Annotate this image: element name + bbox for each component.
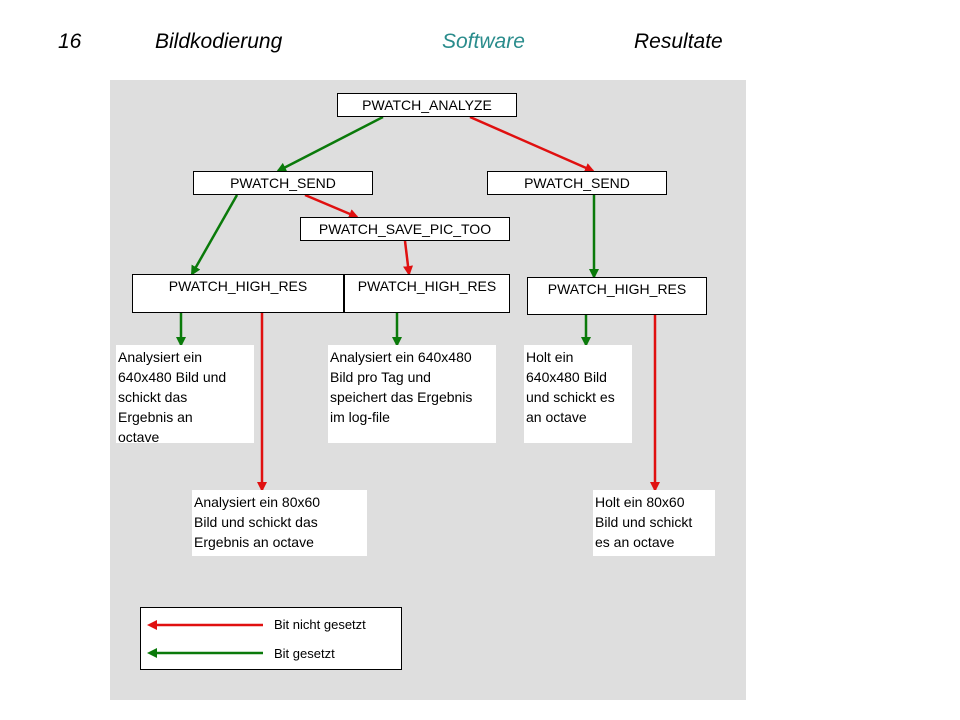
- note-line: speichert das Ergebnis: [330, 389, 473, 405]
- arrow-save-pic-to-high-res-mid: [403, 240, 414, 276]
- tab-bildkodierung[interactable]: Bildkodierung: [155, 30, 283, 53]
- node-pwatch-send-right: PWATCH_SEND: [487, 171, 667, 195]
- note-line: es an octave: [595, 534, 675, 550]
- legend-arrows: [147, 620, 263, 658]
- arrow-send-left-to-save-pic: [304, 193, 359, 219]
- legend-label-unset: Bit nicht gesetzt: [274, 617, 366, 632]
- note-right-high-res: Holt ein 640x480 Bild und schickt es an …: [524, 345, 632, 443]
- note-line: 640x480 Bild und: [118, 369, 227, 385]
- tab-software[interactable]: Software: [442, 30, 525, 53]
- note-line: schickt das: [118, 389, 188, 405]
- note-line: Holt ein 80x60: [595, 494, 685, 510]
- note-line: Analysiert ein 640x480: [330, 349, 472, 365]
- note-line: Analysiert ein: [118, 349, 203, 365]
- tab-resultate[interactable]: Resultate: [634, 30, 723, 53]
- arrow-analyze-to-send-right: [469, 115, 595, 173]
- note-left-high-res: Analysiert ein 640x480 Bild und schickt …: [116, 345, 254, 445]
- node-pwatch-high-res-right: PWATCH_HIGH_RES: [527, 277, 707, 315]
- note-line: octave: [118, 429, 160, 445]
- node-pwatch-high-res-mid: PWATCH_HIGH_RES: [344, 274, 510, 313]
- note-line: Ergebnis an octave: [194, 534, 314, 550]
- slide-number: 16: [58, 30, 82, 53]
- note-line: Bild und schickt das: [194, 514, 318, 530]
- arrow-send-left-to-high-res-left: [190, 194, 239, 276]
- note-line: an octave: [526, 409, 587, 425]
- note-right-low-res: Holt ein 80x60 Bild und schickt es an oc…: [593, 490, 715, 556]
- legend-label-set: Bit gesetzt: [274, 646, 335, 661]
- node-pwatch-send-left: PWATCH_SEND: [193, 171, 373, 195]
- node-pwatch-high-res-left: PWATCH_HIGH_RES: [132, 274, 344, 313]
- note-line: und schickt es: [526, 389, 615, 405]
- note-line: Analysiert ein 80x60: [194, 494, 321, 510]
- note-mid-high-res: Analysiert ein 640x480 Bild pro Tag und …: [328, 345, 496, 443]
- arrow-analyze-to-send-left: [276, 115, 384, 173]
- node-pwatch-save-pic-too: PWATCH_SAVE_PIC_TOO: [300, 217, 510, 241]
- note-left-low-res: Analysiert ein 80x60 Bild und schickt da…: [192, 490, 367, 556]
- note-line: Bild und schickt: [595, 514, 693, 530]
- note-line: im log-file: [330, 409, 390, 425]
- note-line: Ergebnis an: [118, 409, 193, 425]
- legend: Bit nicht gesetzt Bit gesetzt: [140, 607, 402, 670]
- note-line: Holt ein: [526, 349, 574, 365]
- note-line: 640x480 Bild: [526, 369, 607, 385]
- note-line: Bild pro Tag und: [330, 369, 431, 385]
- node-pwatch-analyze: PWATCH_ANALYZE: [337, 93, 517, 117]
